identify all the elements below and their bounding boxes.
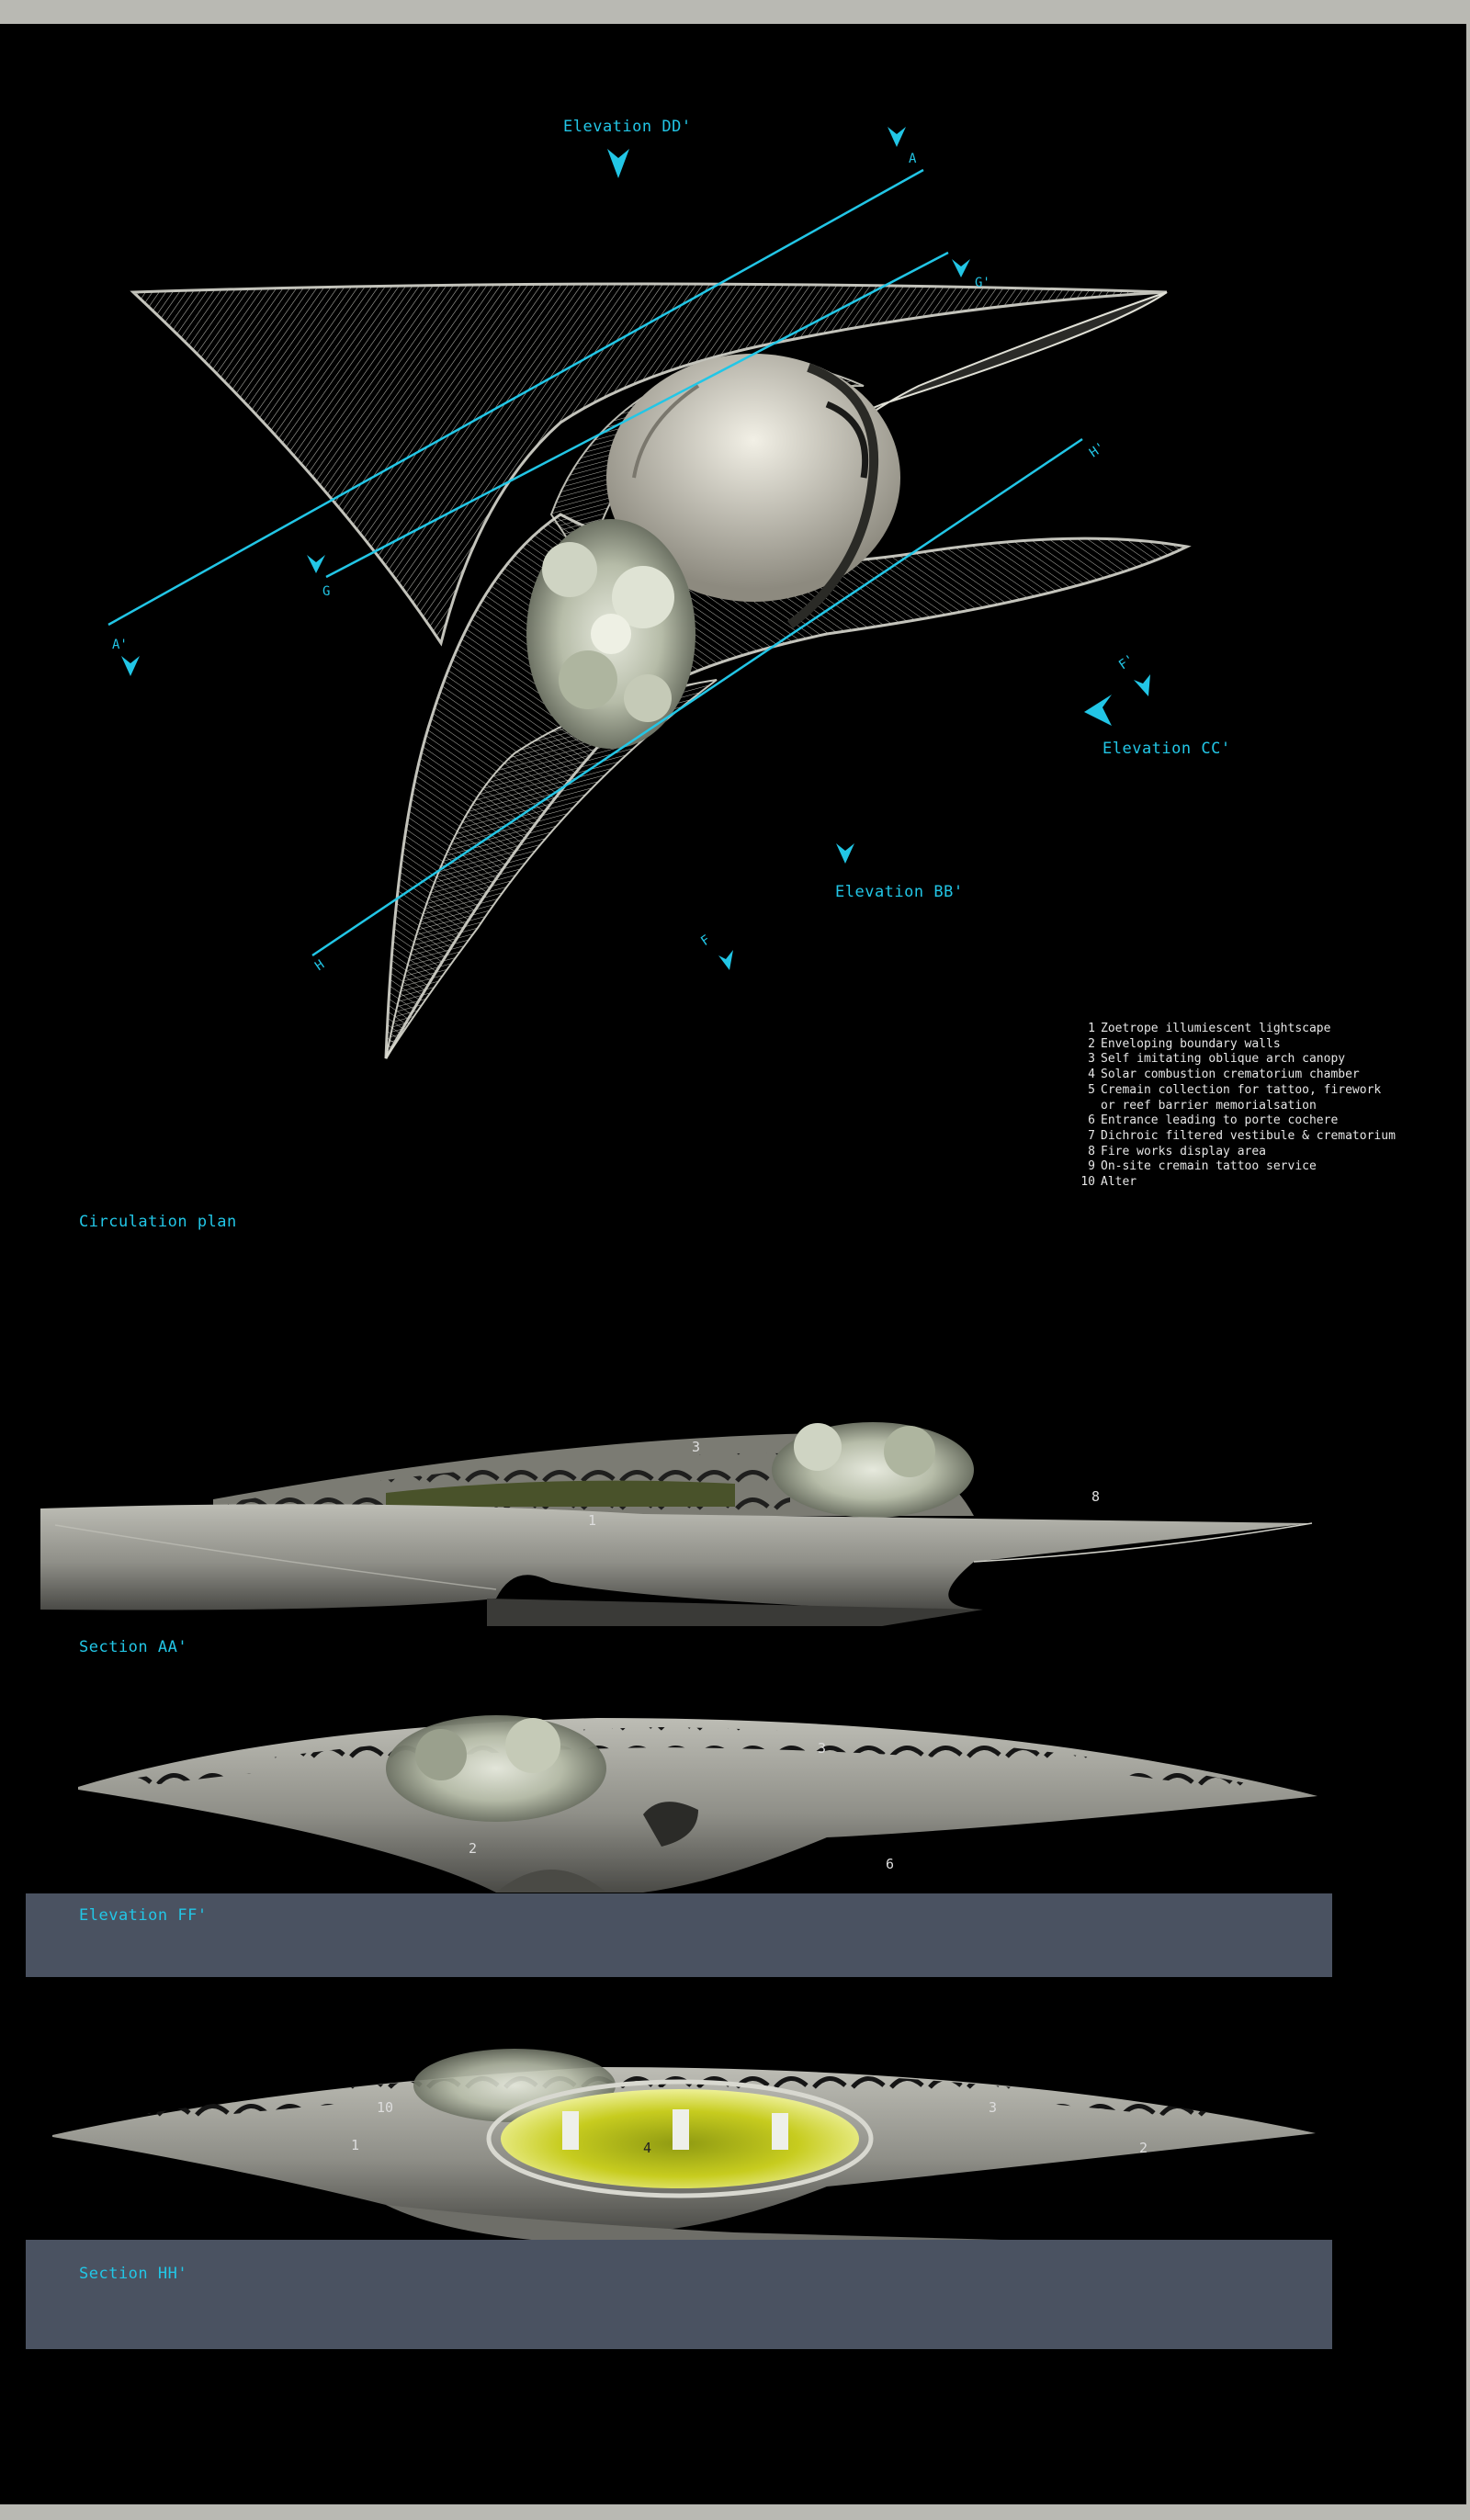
frame-bottom <box>0 2504 1470 2520</box>
label-elevation-dd: Elevation DD' <box>563 118 692 136</box>
arrow-a-prime <box>121 656 140 676</box>
elevation-ff-title: Elevation FF' <box>79 1906 208 1925</box>
elevation-ff-label-3: 3 <box>818 1740 827 1757</box>
section-hh-title: Section HH' <box>79 2265 188 2283</box>
arrow-elevation-cc <box>1084 695 1112 726</box>
section-aa-label-3: 3 <box>692 1439 701 1455</box>
arrow-g-prime <box>952 259 970 277</box>
section-aa-label-1: 1 <box>588 1512 597 1529</box>
plan-section-cut-lines <box>107 168 1083 957</box>
section-hh-label-3: 3 <box>989 2099 998 2116</box>
marker-g: G <box>322 584 331 599</box>
legend-item: or reef barrier memorialsation <box>1101 1098 1317 1113</box>
arrow-elevation-bb <box>836 843 854 864</box>
plan-direction-arrows <box>121 127 1150 970</box>
elevation-ff-tree <box>386 1715 606 1822</box>
frame-top <box>0 0 1470 24</box>
section-hh-label-2: 2 <box>1139 2140 1148 2156</box>
section-hh-label-10: 10 <box>377 2099 394 2116</box>
section-hh-label-4: 4 <box>643 2140 652 2156</box>
section-hh-drawing <box>52 2049 1316 2244</box>
elevation-ff-label-6: 6 <box>886 1856 895 1872</box>
marker-a: A <box>909 152 917 166</box>
section-hh-label-1: 1 <box>351 2137 360 2153</box>
arrow-a <box>888 127 906 147</box>
section-aa-drawing <box>40 1422 1313 1626</box>
plan-title: Circulation plan <box>79 1213 237 1231</box>
marker-g-prime: G' <box>975 276 990 290</box>
marker-a-prime: A' <box>112 638 128 652</box>
frame-right <box>1466 24 1470 2504</box>
arrow-elevation-dd <box>607 149 629 178</box>
section-aa-label-8: 8 <box>1091 1488 1101 1505</box>
solar-chamber <box>486 2079 874 2198</box>
elevation-ff-drawing <box>78 1715 1317 1893</box>
label-elevation-cc: Elevation CC' <box>1102 740 1231 758</box>
section-aa-title: Section AA' <box>79 1638 188 1656</box>
plan-central-cone <box>606 354 900 628</box>
section-aa-tree <box>772 1422 974 1518</box>
label-elevation-bb: Elevation BB' <box>835 883 964 901</box>
elevation-ff-label-2: 2 <box>469 1840 478 1857</box>
section-hh-band <box>26 2240 1332 2349</box>
elevation-ff-band <box>26 1893 1332 1977</box>
arrow-g <box>307 555 325 573</box>
plan-tree-canopy <box>526 519 695 749</box>
arrow-f <box>718 950 733 970</box>
arrow-f-prime <box>1134 674 1150 696</box>
